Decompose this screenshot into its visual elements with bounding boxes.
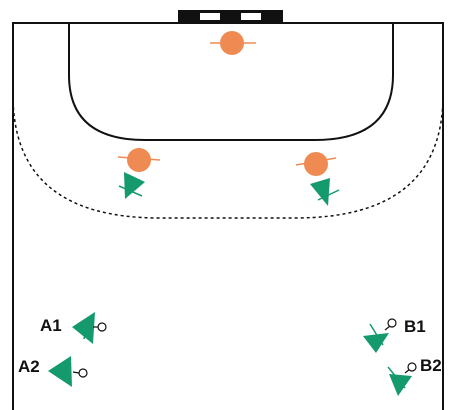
- defender-left: [117, 148, 161, 172]
- ball-icon: [387, 318, 397, 328]
- defender-goalkeeper: [210, 31, 256, 55]
- attacker-a1: A1: [40, 312, 107, 344]
- attacker-b1: B1: [363, 317, 426, 353]
- court-boundary: [12, 22, 444, 410]
- ball-icon: [78, 368, 88, 378]
- court-lines: [12, 22, 444, 410]
- attacker-right-center: [310, 178, 340, 206]
- attacker-b2: B2: [387, 356, 442, 396]
- ball-icon: [407, 362, 417, 372]
- defender-right: [295, 152, 337, 176]
- ball-icon: [97, 322, 107, 332]
- goal: [178, 10, 283, 23]
- attacker-a2: A2: [18, 356, 88, 387]
- label-b2: B2: [420, 356, 442, 375]
- attacker-left-center: [118, 172, 145, 199]
- label-a2: A2: [18, 357, 40, 376]
- free-throw-line: [12, 94, 444, 219]
- label-b1: B1: [404, 317, 426, 336]
- goal-area-line: [68, 23, 394, 141]
- label-a1: A1: [40, 316, 62, 335]
